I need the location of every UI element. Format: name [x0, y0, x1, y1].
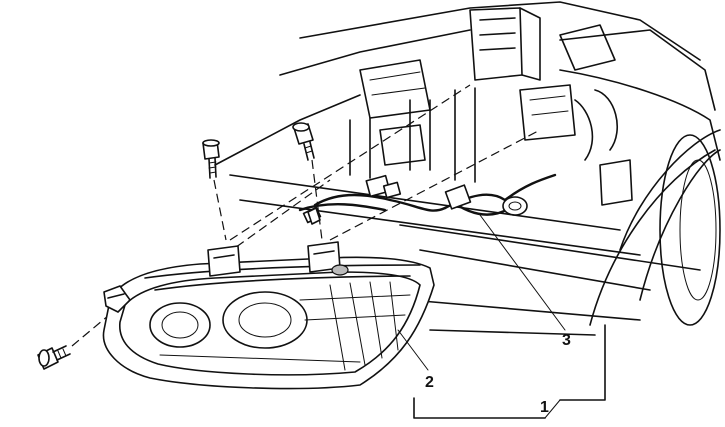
mounting-bolts [37, 122, 321, 370]
bolt-upper-center [292, 122, 315, 161]
engine-bay [349, 7, 633, 206]
headlamp-assembly [102, 241, 435, 390]
callout-3-label: 3 [562, 332, 571, 349]
bolt-lower-left [37, 345, 71, 370]
wiring-harness [298, 173, 557, 224]
callout-2-label: 2 [425, 374, 434, 391]
callout-1-label: 1 [540, 399, 549, 416]
leader-lines [397, 214, 606, 419]
callout-labels: 1 2 3 [425, 332, 571, 416]
bolt-upper-left [202, 139, 220, 179]
